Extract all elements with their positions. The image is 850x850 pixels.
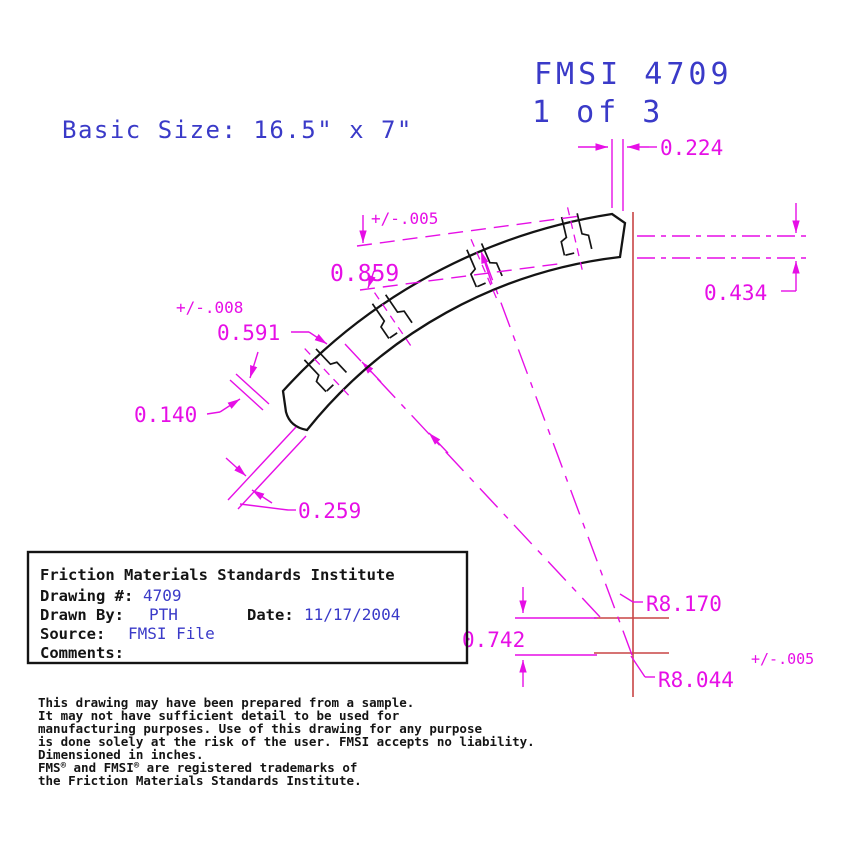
disclaimer-line: is done solely at the risk of the user. …	[38, 734, 535, 749]
dim-tol-top-label: +/-.005	[371, 209, 438, 228]
disclaimer-trademark-line: FMS® and FMSI® are registered trademarks…	[38, 760, 357, 775]
dim-tol-left-label: +/-.008	[176, 298, 243, 317]
dim-0224-lines	[578, 139, 657, 211]
title-block: Friction Materials Standards Institute D…	[26, 550, 469, 665]
drawn-by-value: PTH	[149, 605, 178, 624]
drawing-number-value: 4709	[143, 586, 182, 605]
dim-0140-lines	[206, 351, 270, 415]
disclaimer-line: manufacturing purposes. Use of this draw…	[38, 721, 482, 736]
dim-0434-label: 0.434	[704, 281, 767, 305]
comments-label: Comments:	[40, 644, 124, 662]
dim-0259-lines	[225, 426, 307, 511]
dim-0224-label: 0.224	[660, 136, 723, 160]
org-name: Friction Materials Standards Institute	[40, 566, 395, 584]
date-value: 11/17/2004	[304, 605, 400, 624]
red-reference-lines	[594, 212, 669, 697]
dim-r8044-label: R8.044	[658, 668, 734, 692]
dim-0742-lines	[515, 587, 597, 687]
dim-0859-label: 0.859	[330, 261, 399, 287]
dim-tol-r-label: +/-.005	[751, 650, 814, 668]
source-label: Source:	[40, 625, 105, 643]
radius-centerline-outer	[344, 343, 601, 618]
dim-r8044-leader	[630, 655, 655, 678]
basic-size-label: Basic Size: 16.5" x 7"	[62, 116, 413, 144]
dim-0859-lines	[356, 215, 581, 291]
disclaimer-line: It may not have sufficient detail to be …	[38, 708, 400, 723]
disclaimer-line: This drawing may have been prepared from…	[38, 695, 414, 710]
drawing-number-label: Drawing #:	[40, 587, 133, 605]
radius-centerline-inner	[480, 250, 633, 656]
dim-r8170-leader	[619, 593, 643, 603]
dim-0434-lines	[637, 203, 812, 292]
drawn-by-label: Drawn By:	[40, 606, 124, 624]
sheet-number: 1 of 3	[532, 95, 664, 130]
rivet-hole-symbol-4	[560, 207, 593, 274]
lining-band-outline	[281, 212, 627, 432]
disclaimer-line: Dimensioned in inches.	[38, 747, 204, 762]
source-value: FMSI File	[128, 624, 215, 643]
dim-0140-label: 0.140	[134, 403, 197, 427]
dim-0259-label: 0.259	[298, 499, 361, 523]
dim-r8170-label: R8.170	[646, 592, 722, 616]
dim-0591-lines	[291, 331, 328, 345]
dim-0742-label: 0.742	[462, 628, 525, 652]
disclaimer: This drawing may have been prepared from…	[38, 695, 535, 788]
disclaimer-line: the Friction Materials Standards Institu…	[38, 773, 362, 788]
rivet-hole-symbol-1	[303, 348, 352, 399]
rivet-hole-symbol-3	[466, 238, 503, 302]
dim-0591-label: 0.591	[217, 321, 280, 345]
rivet-hole-symbol-2	[371, 292, 414, 350]
page-title: FMSI 4709	[534, 57, 733, 92]
date-label: Date:	[247, 606, 294, 624]
